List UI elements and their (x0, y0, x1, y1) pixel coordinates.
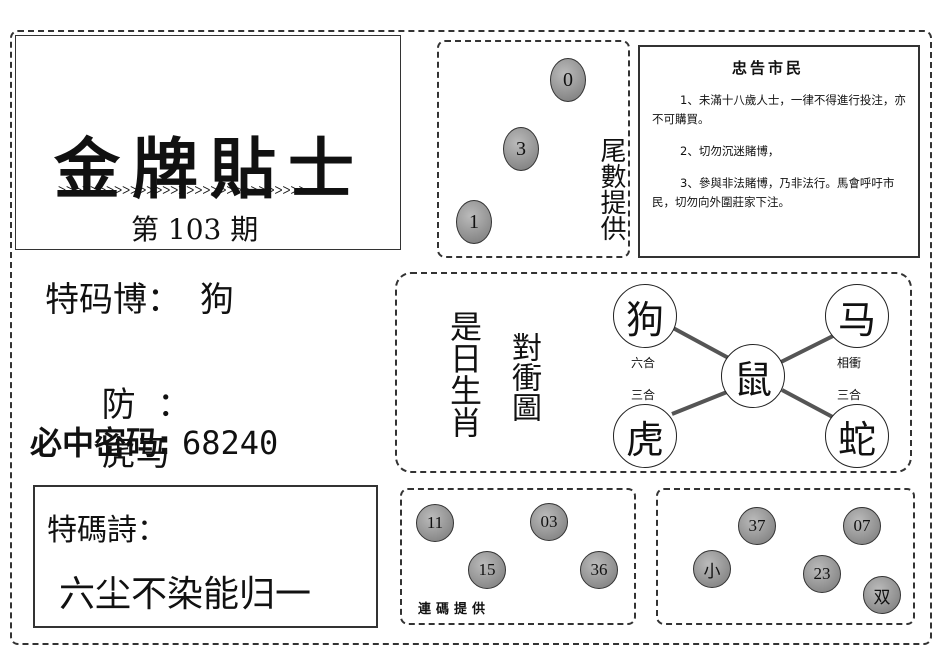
tema-label: 特码博： (45, 280, 181, 320)
lianma-panel: 11 03 15 36 連碼提供 (400, 488, 636, 625)
zodiac-tiger: 虎 (613, 404, 677, 468)
extra-ball: 双 (863, 576, 901, 614)
lianma-ball: 15 (468, 551, 506, 589)
mima-value: 68240 (181, 424, 279, 462)
tail-panel: 0 3 1 尾數提供 (437, 40, 630, 258)
extra-ball: 07 (843, 507, 881, 545)
tail-ball: 0 (550, 58, 586, 102)
lianma-ball: 03 (530, 503, 568, 541)
lianma-label: 連碼提供 (418, 602, 491, 617)
tail-ball: 1 (456, 200, 492, 244)
poem-value: 六尘不染能归一 (59, 574, 312, 615)
chart-panel: 是日生肖 對衝圖 狗 马 鼠 虎 蛇 六合 三合 相衝 三合 (395, 272, 912, 473)
notice-item: 2、切勿沉迷賭博， (680, 144, 780, 158)
relation-label: 三合 (631, 388, 656, 402)
issue-number: 第 103 期 (131, 213, 259, 246)
relation-label: 三合 (837, 388, 862, 402)
lianma-ball: 11 (416, 504, 454, 542)
chart-title-sub: 對衝圖 (506, 332, 541, 422)
tail-label: 尾數提供 (596, 137, 626, 241)
title-panel: 金牌貼士 ᐳᐳᐳᐳᐳᐳᐳᐳᐳᐳᐳᐳᐳᐳᐳᐳᐳᐳᐳᐳᐳᐳᐳᐳᐳᐳᐳᐳᐳᐳᐳ 第 1… (15, 35, 401, 250)
poem-panel: 特碼詩： 六尘不染能归一 (33, 485, 378, 628)
tema-value: 狗 (199, 280, 234, 320)
extra-ball: 37 (738, 507, 776, 545)
relation-label: 相衝 (837, 356, 862, 370)
tail-ball: 3 (503, 127, 539, 171)
zodiac-snake: 蛇 (825, 404, 889, 468)
outer-frame (10, 30, 932, 645)
lianma-ball: 36 (580, 551, 618, 589)
zodiac-rat: 鼠 (721, 344, 785, 408)
notice-panel: 忠告市民 1、未滿十八歲人士，一律不得進行投注，亦不可購買。 2、切勿沉迷賭博，… (638, 45, 920, 258)
extra-ball: 23 (803, 555, 841, 593)
notice-title: 忠告市民 (732, 59, 805, 77)
relation-label: 六合 (631, 356, 656, 370)
poem-label: 特碼詩： (47, 513, 167, 548)
decor-line: ᐳᐳᐳᐳᐳᐳᐳᐳᐳᐳᐳᐳᐳᐳᐳᐳᐳᐳᐳᐳᐳᐳᐳᐳᐳᐳᐳᐳᐳᐳᐳ (58, 184, 307, 197)
zodiac-dog: 狗 (613, 284, 677, 348)
tema-row: 特码博： 狗 (45, 272, 234, 321)
fang-label: 防 ： (101, 385, 192, 425)
page-title: 金牌貼士 (54, 131, 366, 208)
mima-row: 必中密码: 68240 (30, 418, 278, 464)
fang-row: 防 ： 虎马 (80, 337, 192, 475)
zodiac-horse: 马 (825, 284, 889, 348)
chart-title-main: 是日生肖 (445, 310, 483, 438)
extra-ball: 小 (693, 550, 731, 588)
mima-label: 必中密码: (30, 424, 171, 462)
extra-panel: 37 07 小 23 双 (656, 488, 915, 625)
notice-item: 1、未滿十八歲人士，一律不得進行投注，亦不可購買。 (652, 93, 906, 126)
fang-value: 虎马 (101, 434, 170, 474)
notice-item: 3、參與非法賭博，乃非法行。馬會呼吁市民，切勿向外圍莊家下注。 (652, 176, 895, 209)
